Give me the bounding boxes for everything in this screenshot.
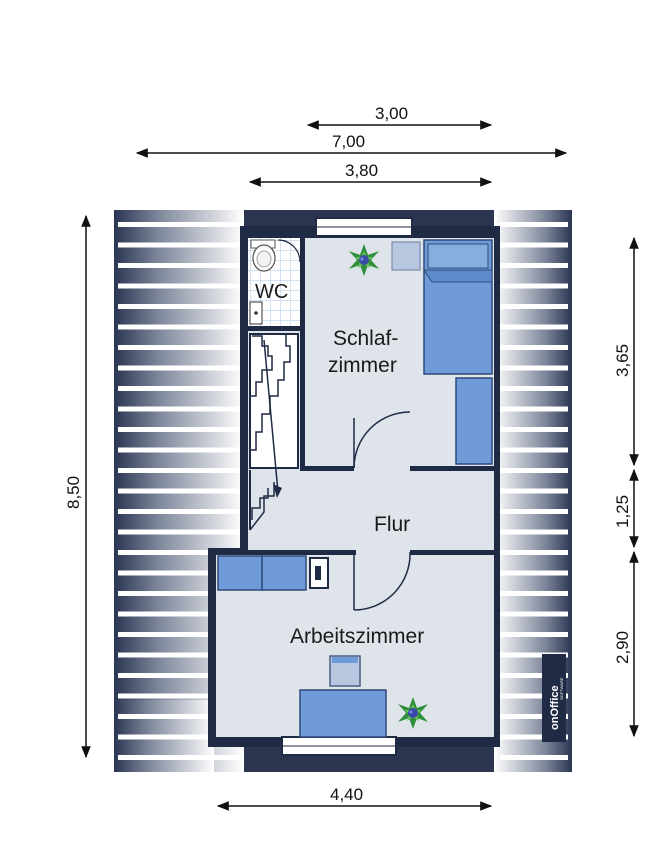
rafter-stripe xyxy=(118,734,240,740)
rafter-stripe xyxy=(118,611,240,617)
interior-walls xyxy=(216,238,494,555)
logo-brand: onOffice xyxy=(549,685,561,730)
staircase xyxy=(249,333,299,531)
rafter-stripe xyxy=(500,242,568,248)
plant-icon xyxy=(398,697,428,729)
rafter-stripe xyxy=(118,222,240,227)
rafter-stripe xyxy=(118,529,240,535)
rafter-stripe xyxy=(118,242,240,248)
room-label-bedroom-line1: Schlaf- xyxy=(333,327,398,350)
rafter-stripe xyxy=(500,406,568,412)
onoffice-logo: onOffice SOFTWARE xyxy=(542,654,566,742)
rafter-stripe xyxy=(500,468,568,473)
rafter-stripe xyxy=(118,714,240,719)
rafter-stripe xyxy=(500,324,568,330)
rafter-stripe xyxy=(500,509,568,514)
rafter-stripe xyxy=(118,468,240,473)
dim-top-1: 3,00 xyxy=(375,104,408,123)
toilet-icon xyxy=(250,239,276,272)
rafter-stripe xyxy=(500,345,568,350)
rafter-stripe xyxy=(500,591,568,596)
rafter-stripe xyxy=(118,591,240,596)
room-label-wc: WC xyxy=(255,281,288,303)
rafter-stripe xyxy=(118,263,240,268)
rafter-stripe xyxy=(500,693,568,699)
room-label-hall: Flur xyxy=(374,513,410,536)
door-bedroom xyxy=(353,411,411,469)
rafter-stripe xyxy=(500,447,568,453)
rafter-stripe xyxy=(118,365,240,371)
rafters-right xyxy=(500,222,568,760)
floor-hall xyxy=(248,468,494,552)
rafter-stripe xyxy=(118,386,240,391)
room-label-bedroom-line2: zimmer xyxy=(328,354,397,377)
rafter-stripe xyxy=(500,263,568,268)
room-label-study: Arbeitszimmer xyxy=(290,625,424,648)
rafter-stripe xyxy=(500,304,568,309)
rafter-stripe xyxy=(500,365,568,371)
rafter-stripe xyxy=(118,427,240,432)
rafter-stripe xyxy=(118,693,240,699)
rafter-stripe xyxy=(118,570,240,576)
rafter-stripe xyxy=(500,611,568,617)
rafter-stripe xyxy=(500,652,568,658)
rafter-stripe xyxy=(118,324,240,330)
nightstand xyxy=(391,241,421,271)
rafter-stripe xyxy=(500,714,568,719)
dim-bottom: 4,40 xyxy=(330,785,363,804)
sink-icon xyxy=(249,301,263,325)
desk xyxy=(299,689,387,738)
cabinet-1 xyxy=(217,555,263,591)
rafter-stripe xyxy=(500,427,568,432)
door-study xyxy=(353,551,411,611)
rafter-stripe xyxy=(118,509,240,514)
cabinet-2 xyxy=(261,555,307,591)
rafter-stripe xyxy=(118,283,240,289)
dim-top-3: 3,80 xyxy=(345,161,378,180)
dim-right-3: 2,90 xyxy=(613,631,632,664)
logo-sub: SOFTWARE xyxy=(559,677,564,700)
rafter-stripe xyxy=(500,488,568,494)
rafter-stripe xyxy=(500,673,568,678)
rafter-stripe xyxy=(500,550,568,555)
dimension-lines xyxy=(81,120,639,811)
bed xyxy=(423,239,493,375)
dim-right-2: 1,25 xyxy=(613,495,632,528)
rafter-stripe xyxy=(118,632,240,637)
rafter-stripe xyxy=(118,488,240,494)
rafter-stripe xyxy=(500,529,568,535)
rafters-left xyxy=(118,222,240,760)
rafter-stripe xyxy=(500,570,568,576)
wardrobe xyxy=(455,377,493,465)
rafter-stripe xyxy=(118,550,240,555)
rafter-stripe xyxy=(118,345,240,350)
rafter-stripe xyxy=(118,652,240,658)
rafter-stripe xyxy=(500,222,568,227)
rafter-stripe xyxy=(118,673,240,678)
rafter-stripe xyxy=(500,755,568,760)
rafter-stripe xyxy=(500,632,568,637)
rafter-stripe xyxy=(118,406,240,412)
rafter-stripe xyxy=(118,755,240,760)
dim-right-1: 3,65 xyxy=(613,344,632,377)
rafter-stripe xyxy=(118,447,240,453)
stair-direction-arrow xyxy=(263,339,279,493)
dim-left-total: 8,50 xyxy=(64,476,83,509)
rafter-stripe xyxy=(500,386,568,391)
rafter-stripe xyxy=(118,304,240,309)
rafter-stripe xyxy=(500,734,568,740)
plant-icon xyxy=(349,244,379,276)
dim-top-2: 7,00 xyxy=(332,132,365,151)
rafter-stripe xyxy=(500,283,568,289)
